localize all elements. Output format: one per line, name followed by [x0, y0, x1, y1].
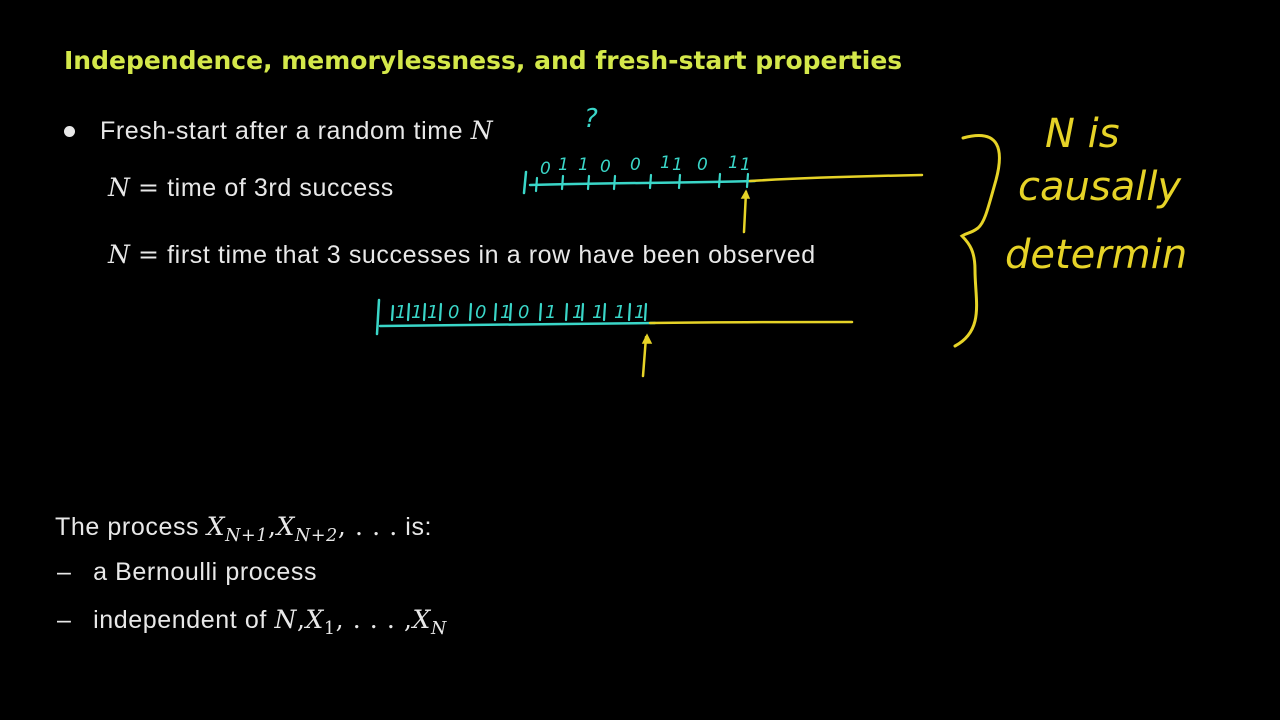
process-x1: X: [206, 512, 226, 541]
svg-text:1: 1: [578, 155, 589, 175]
def2-text: first time that 3 successes in a row hav…: [167, 241, 816, 269]
note-line-1: N is: [1045, 111, 1120, 157]
definition-1: N = time of 3rd success: [108, 173, 394, 203]
note-line-2: causally: [1018, 164, 1182, 210]
svg-text:0: 0: [697, 155, 708, 175]
process-is: is:: [405, 513, 433, 541]
slide-title: Independence, memorylessness, and fresh-…: [64, 46, 903, 75]
seq1-digits: 0 1 1 0 0 1 1 0 1 1: [540, 153, 751, 179]
svg-text:0: 0: [540, 159, 551, 179]
svg-text:0: 0: [630, 155, 641, 175]
svg-text:0: 0: [448, 302, 459, 323]
bullet-text-line: Fresh-start after a random time N: [100, 116, 493, 146]
svg-text:1: 1: [427, 302, 438, 323]
dash2-text: independent of: [93, 606, 267, 634]
process-comma: ,: [268, 512, 277, 541]
svg-text:1: 1: [411, 302, 422, 323]
bullet-text: Fresh-start after a random time: [100, 117, 464, 145]
svg-text:1: 1: [558, 155, 569, 175]
process-x2: X: [276, 512, 295, 541]
bullet-icon: [64, 126, 75, 137]
svg-text:1: 1: [592, 302, 603, 323]
svg-text:0: 0: [475, 302, 486, 323]
svg-text:1: 1: [500, 302, 511, 323]
svg-text:1: 1: [740, 155, 751, 175]
process-ellipsis: , . . .: [337, 512, 398, 541]
brace-icon: [953, 134, 1001, 348]
dash2-x: X: [305, 605, 324, 634]
timeline-2: 1 1 1 0 0 1 0 1 1 1 1 1: [375, 298, 854, 378]
definition-2: N = first time that 3 successes in a row…: [108, 240, 816, 270]
dash-item-2: – independent of N,X1, . . . ,XN: [57, 605, 447, 639]
dash-item-1: – a Bernoulli process: [57, 558, 317, 587]
dash2-sub1: 1: [323, 619, 336, 639]
process-x2-sub: N+2: [295, 526, 338, 546]
svg-text:1: 1: [660, 153, 671, 173]
seq2-digits: 1 1 1 0 0 1 0 1 1 1 1 1: [395, 302, 645, 323]
dash-icon: –: [57, 606, 72, 634]
svg-text:1: 1: [672, 155, 683, 175]
svg-text:0: 0: [600, 157, 611, 177]
svg-text:1: 1: [634, 302, 645, 323]
bullet-var: N: [470, 116, 494, 145]
question-mark-icon: ?: [584, 104, 598, 134]
svg-text:0: 0: [518, 302, 529, 323]
def2-eq: =: [138, 240, 160, 269]
def1-var: N: [108, 173, 131, 202]
def2-var: N: [108, 240, 131, 269]
def1-text: time of 3rd success: [167, 174, 394, 202]
dash2-dots: , . . . ,: [335, 605, 413, 634]
dash2-n: N: [274, 605, 297, 634]
timeline-1: 0 1 1 0 0 1 1 0 1 1: [522, 153, 924, 234]
process-intro: The process: [55, 513, 200, 541]
process-x1-sub: N+1: [225, 526, 269, 546]
note-line-3: determin: [1005, 232, 1187, 278]
dash2-x: X: [412, 605, 431, 634]
svg-text:1: 1: [395, 302, 406, 323]
svg-text:1: 1: [545, 302, 556, 323]
svg-text:1: 1: [572, 302, 583, 323]
dash-icon: –: [57, 558, 72, 586]
def1-eq: =: [138, 173, 160, 202]
svg-text:1: 1: [614, 302, 625, 323]
dash1-text: a Bernoulli process: [93, 558, 318, 586]
handwritten-note: N is causally determin: [1005, 111, 1187, 278]
process-line: The process XN+1,XN+2, . . . is:: [55, 512, 432, 546]
dash2-subn: N: [430, 619, 447, 639]
svg-text:1: 1: [728, 153, 739, 173]
